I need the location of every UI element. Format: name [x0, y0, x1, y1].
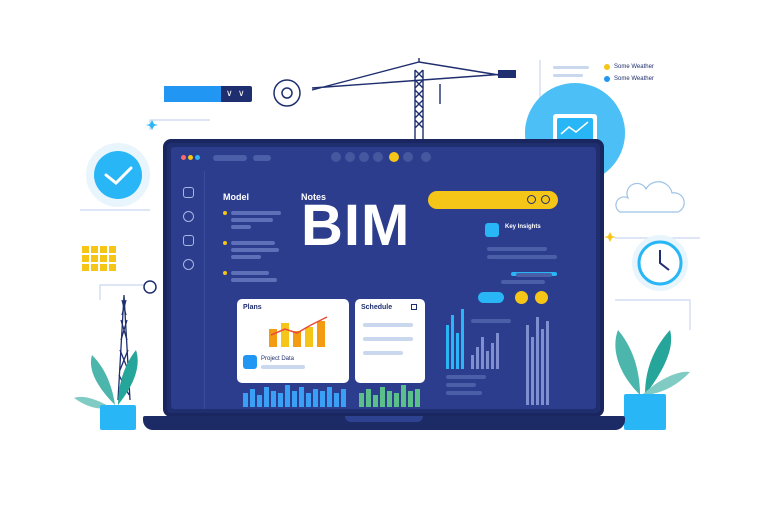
legend-item-2: Some Weather — [614, 76, 654, 82]
chart-card[interactable]: Plans Project Data — [237, 299, 349, 383]
info-line — [487, 255, 557, 259]
topbar-menu-2[interactable] — [253, 155, 271, 161]
status-dot — [515, 291, 528, 304]
chevron-down-icon-2[interactable]: ∨ — [238, 88, 245, 98]
window-dot-minimize[interactable] — [188, 155, 193, 160]
sidebar-icon-users[interactable] — [183, 235, 194, 246]
topbar-icon-1[interactable] — [331, 152, 341, 162]
grid-icon — [82, 246, 116, 271]
list-bullet — [223, 211, 227, 215]
list-item — [231, 211, 281, 215]
topbar-icon-5[interactable] — [403, 152, 413, 162]
app-sidebar — [171, 171, 205, 409]
clock-icon-right — [632, 235, 688, 291]
plant-icon — [74, 350, 138, 430]
settings-icon[interactable] — [527, 195, 536, 204]
topbar-icon-4[interactable] — [373, 152, 383, 162]
chart-card-caption: Project Data — [261, 356, 295, 362]
schedule-row — [363, 323, 413, 327]
column-title-notes: Notes — [301, 192, 327, 202]
schedule-card-title: Schedule — [361, 304, 393, 311]
topbar-icon-2[interactable] — [345, 152, 355, 162]
play-button[interactable] — [243, 355, 257, 369]
list-item — [231, 225, 251, 229]
list-bullet — [223, 271, 227, 275]
sidebar-icon-folder[interactable] — [183, 187, 194, 198]
list-item — [231, 255, 261, 259]
plant-icon-right — [615, 330, 690, 430]
caption-line — [261, 365, 305, 369]
clock-icon — [86, 143, 150, 207]
dashboard-bars — [243, 273, 552, 407]
laptop-notch — [345, 416, 423, 422]
column-title-model: Model — [223, 192, 249, 202]
sidebar-icon-settings[interactable] — [183, 211, 194, 222]
list-item — [231, 218, 273, 222]
list-item — [231, 278, 277, 282]
floating-toolbar[interactable]: ∨ ∨ — [164, 86, 252, 102]
list-item — [231, 241, 275, 245]
info-icon — [485, 223, 499, 237]
camera-icon — [273, 79, 301, 107]
topbar-icon-active[interactable] — [389, 152, 399, 162]
info-card-label: Key Insights — [505, 224, 541, 230]
schedule-card[interactable]: Schedule — [355, 299, 425, 383]
schedule-row — [363, 351, 403, 355]
sidebar-icon-help[interactable] — [183, 259, 194, 270]
list-item — [231, 271, 269, 275]
search-input[interactable] — [428, 191, 558, 209]
crane-icon — [311, 58, 506, 140]
info-line — [487, 247, 547, 251]
toggle-switch[interactable] — [478, 292, 504, 303]
topbar-icon-6[interactable] — [421, 152, 431, 162]
laptop-screen: Model Notes BIM Key Insights Plans — [171, 147, 596, 409]
window-dot-maximize[interactable] — [195, 155, 200, 160]
mini-bar-chart — [269, 316, 328, 347]
topbar-menu-1[interactable] — [213, 155, 247, 161]
topbar-icon-3[interactable] — [359, 152, 369, 162]
page-title: BIM — [301, 193, 411, 258]
schedule-row — [363, 337, 413, 341]
list-item — [231, 248, 279, 252]
status-dot — [535, 291, 548, 304]
laptop-base — [143, 416, 625, 430]
chart-card-title: Plans — [243, 304, 262, 311]
toolbar-fill — [164, 86, 221, 102]
legend-item-1: Some Weather — [614, 64, 654, 70]
info-line — [501, 280, 545, 284]
list-bullet — [223, 241, 227, 245]
app-topbar — [171, 147, 596, 169]
card-menu-icon[interactable] — [411, 304, 417, 310]
chevron-down-icon[interactable]: ∨ — [226, 88, 233, 98]
cloud-icon — [615, 181, 685, 213]
window-dot-close[interactable] — [181, 155, 186, 160]
search-icon[interactable] — [541, 195, 550, 204]
